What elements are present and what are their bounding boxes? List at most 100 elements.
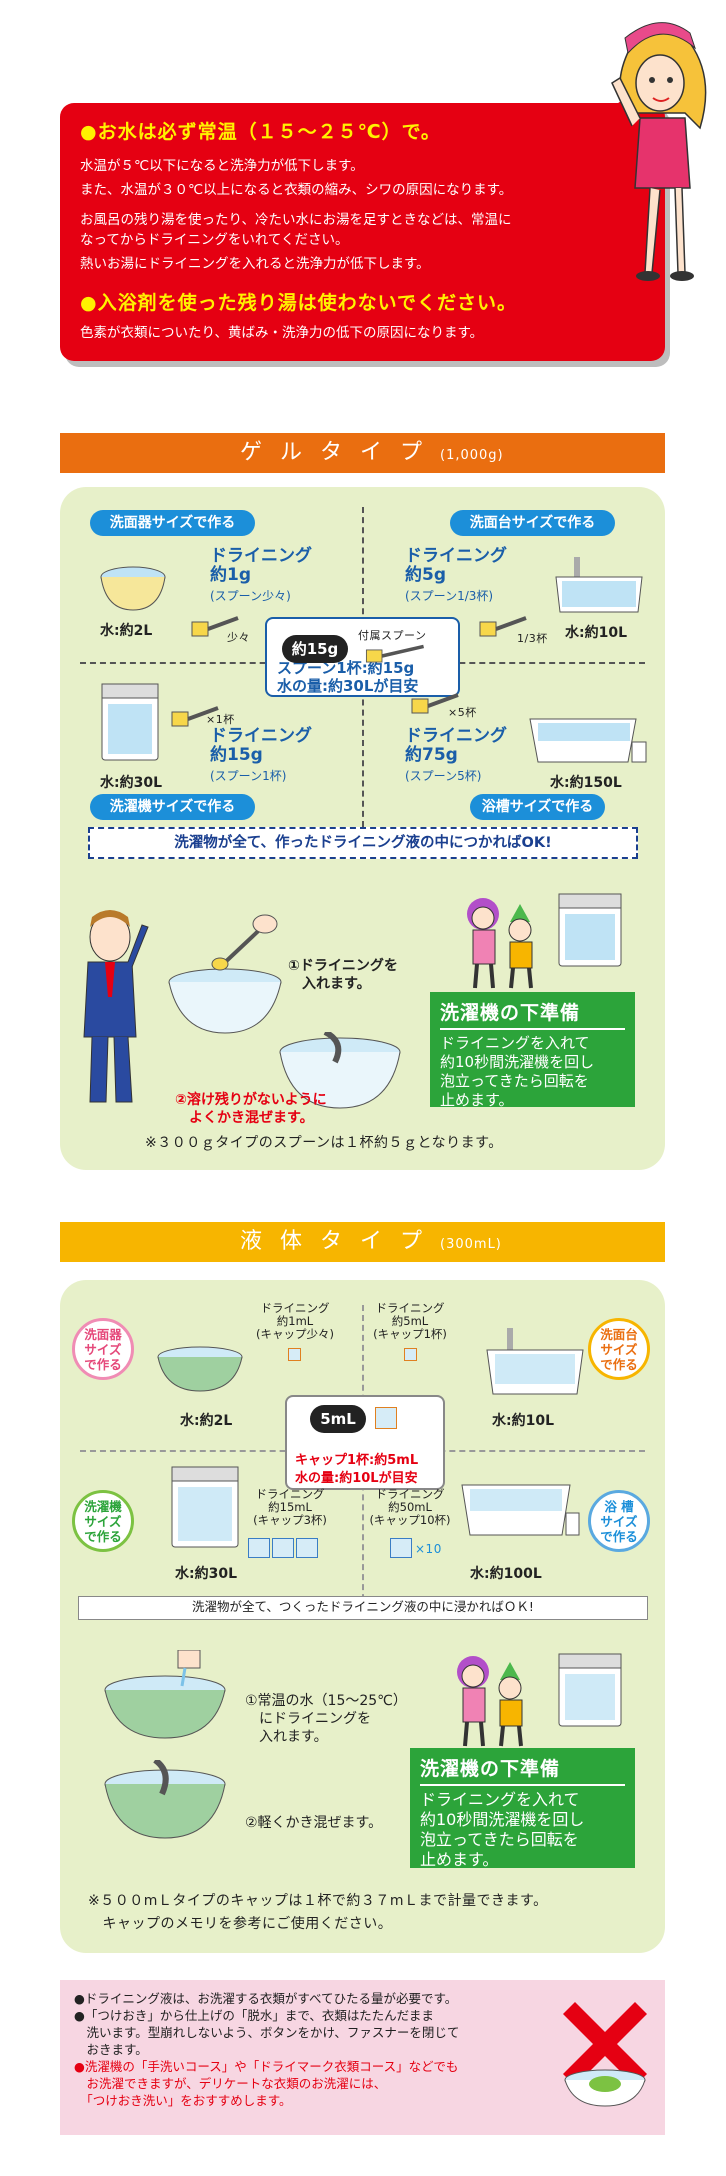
gel-center-line2: 水の量:約30Lが目安 [277,677,419,695]
bathtub-icon [461,1484,580,1536]
girl-illustration [611,22,707,281]
liquid-panel: 洗面器 サイズ で作る 洗面台 サイズ で作る 洗濯機 サイズ で作る 浴 槽 … [60,1280,665,1953]
gel-panel: 洗面器サイズで作る 洗面台サイズで作る 洗濯機サイズで作る 浴槽サイズで作る ド… [60,487,665,1170]
warning-text: 色素が衣類についたり、黄ばみ・洗浄力の低下の原因になります。 [80,325,484,341]
warning-text: また、水温が３０℃以上になると衣類の縮み、シワの原因になります。 [80,182,513,198]
liquid-center-box: キャップ1杯:約5mL 水の量:約10Lが目安 [285,1395,445,1490]
liquid-title: 液体タイプ [240,1229,441,1254]
gel-basin-water: 水:約10L [565,625,628,641]
liquid-center-badge: 5mL [310,1405,366,1433]
spoon-hand-icon [211,914,278,971]
gel-bath-spoon: (スプーン5杯) [405,769,482,783]
caution-line: ●「つけおき」から仕上げの「脱水」まで、衣類はたたんだまま [74,2008,434,2023]
liquid-sink-water: 水:約2L [180,1413,233,1429]
kids-illustration [467,898,533,989]
wash-basin-icon [555,557,643,613]
cap-icon [404,1348,417,1361]
warning-box: ●お水は必ず常温（１５～２５℃）で。 水温が５℃以下になると洗浄力が低下します。… [60,103,665,361]
liquid-step1: ①常温の水（15～25℃） にドライニングを 入れます。 [245,1693,407,1745]
gel-sink-water: 水:約2L [100,623,153,639]
gel-washer-tag: ×1杯 [206,713,235,726]
gel-bath-water: 水:約150L [550,775,622,791]
liquid-washer-amount: ドライニング 約15mL (キャップ3杯) [253,1487,327,1527]
caution-line: ●ドライニング液は、お洗濯する衣類がすべてひたる量が必要です。 [74,1991,458,2006]
liquid-label-washer: 洗濯機 サイズ で作る [72,1490,134,1552]
man-illustration [83,910,149,1103]
liquid-washer-prep-box: 洗濯機の下準備 ドライニングを入れて 約10秒間洗濯機を回し 泡立ってきたら回転… [410,1748,635,1869]
liquid-washer-water: 水:約30L [175,1566,238,1582]
liquid-sink-amount: ドライニング 約1mL (キャップ少々) [256,1301,334,1341]
gel-washer-prep-title: 洗濯機の下準備 [440,998,625,1030]
washing-machine-icon [558,1653,622,1727]
warning-text: なってからドライニングをいれてください。 [80,232,349,248]
gel-title-sub: (1,000g) [440,448,504,463]
bathtub-icon [529,718,647,763]
spoon-icon [479,616,527,637]
kids-illustration [457,1656,523,1747]
caution-box: ●ドライニング液は、お洗濯する衣類がすべてひたる量が必要です。 ●「つけおき」か… [60,1980,665,2135]
gel-title: ゲルタイプ [240,440,441,465]
warning-text: お風呂の残り湯を使ったり、冷たい水にお湯を足すときなどは、常温に [80,212,512,228]
caution-line: 洗います。型崩れしないよう、ボタンをかけ、ファスナーを閉じて [74,2025,460,2040]
washing-machine-icon [558,893,622,967]
gel-washer-prep-body: ドライニングを入れて 約10秒間洗濯機を回し 泡立ってきたら回転を 止めます。 [440,1034,595,1109]
bowl-mix-icon [279,1032,401,1109]
gel-sink-spoon: (スプーン少々) [210,589,291,603]
pill-sink-size: 洗面器サイズで作る [90,510,255,536]
gel-washer-water: 水:約30L [100,775,163,791]
gel-section-header: ゲルタイプ(1,000g) [60,433,665,473]
liquid-basin-amount: ドライニング 約5mL (キャップ1杯) [373,1301,447,1341]
liquid-washer-prep-body: ドライニングを入れて 約10秒間洗濯機を回し 泡立ってきたら回転を 止めます。 [420,1790,585,1869]
spoon-icon [411,693,459,714]
pill-basin-size: 洗面台サイズで作る [450,510,615,536]
gel-bath-tag: ×5杯 [448,706,477,719]
gel-basin-tag: 1/3杯 [517,632,548,645]
gel-basin-amount: ドライニング 約5g [405,546,507,585]
liquid-center-line2: 水の量:約10Lが目安 [295,1471,418,1486]
bowl-mix-icon [104,1760,226,1839]
warning-heading-temperature: ●お水は必ず常温（１５～２５℃）で。 [80,121,441,143]
gel-center-spoon-label: 付属スプーン [358,629,427,642]
liquid-bath-water: 水:約100L [470,1566,542,1582]
liquid-label-basin: 洗面台 サイズ で作る [588,1318,650,1380]
wash-basin-icon [486,1328,584,1395]
gel-washer-amount: ドライニング 約15g [210,726,312,765]
pill-bath-size: 浴槽サイズで作る [470,794,605,820]
caution-line-red: ●洗濯機の「手洗いコース」や「ドライマーク衣類コース」などでも [74,2059,459,2074]
gel-sink-tag: 少々 [227,631,250,644]
liquid-washer-prep-title: 洗濯機の下準備 [420,1754,625,1786]
gel-spoon-note: ※３００ｇタイプのスプーンは１杯約５ｇとなります。 [145,1135,503,1151]
liquid-title-sub: (300mL) [440,1237,502,1252]
pill-washer-size: 洗濯機サイズで作る [90,794,255,820]
gel-basin-spoon: (スプーン1/3杯) [405,589,494,603]
gel-washer-prep-box: 洗濯機の下準備 ドライニングを入れて 約10秒間洗濯機を回し 泡立ってきたら回転… [430,992,635,1109]
cap-icon [272,1538,294,1558]
spoon-icon [191,616,239,637]
gel-center-line1: スプーン1杯:約15g [277,659,415,677]
liquid-fully-soaked-note: 洗濯物が全て、つくったドライニング液の中に浸かればＯＫ! [78,1596,648,1620]
liquid-basin-water: 水:約10L [492,1413,555,1429]
cap-icon [288,1348,301,1361]
liquid-cap-note-2: キャップのメモリを参考にご使用ください。 [88,1916,393,1932]
gel-sink-amount: ドライニング 約1g [210,546,312,585]
cap-icon [248,1538,270,1558]
warning-heading-bath-additive: ●入浴剤を使った残り湯は使わないでください。 [80,292,518,314]
liquid-cap-note-1: ※５００mＬタイプのキャップは１杯で約３７mＬまで計量できます。 [88,1893,548,1909]
sink-bowl-icon [100,566,166,611]
liquid-section-header: 液体タイプ(300mL) [60,1222,665,1262]
caution-line: おきます。 [74,2042,148,2057]
gel-washer-spoon: (スプーン1杯) [210,769,287,783]
liquid-label-sink: 洗面器 サイズ で作る [72,1318,134,1380]
washing-machine-icon [171,1466,239,1548]
gel-center-badge: 約15g [282,635,348,663]
liquid-bath-tag: ×10 [415,1542,442,1556]
cap-icon [390,1538,412,1558]
spoon-icon [171,706,219,727]
liquid-label-bath: 浴 槽 サイズ で作る [588,1490,650,1552]
bowl-add-icon [104,1650,226,1739]
caution-line-red: 「つけおき洗い」をおすすめします。 [74,2093,292,2108]
no-hot-water-cross-icon [563,2002,647,2107]
cap-icon [375,1407,397,1429]
gel-bath-amount: ドライニング 約75g [405,726,507,765]
liquid-center-line1: キャップ1杯:約5mL [295,1453,419,1468]
